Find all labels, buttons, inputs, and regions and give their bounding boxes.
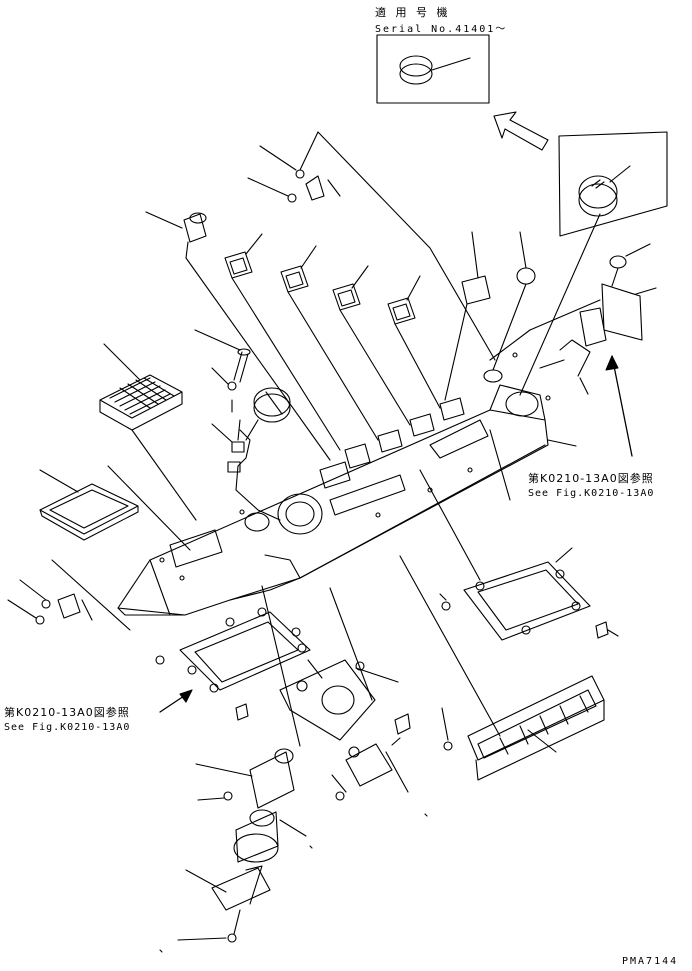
reference-arrow-left bbox=[159, 689, 193, 713]
left-bracket bbox=[7, 559, 131, 631]
small-bracket bbox=[331, 737, 409, 801]
reference-right-en: See Fig.K0210-13A0 bbox=[528, 488, 655, 499]
grid-plate-right bbox=[399, 555, 605, 781]
reference-right-jp: 第K0210-13A0図参照 bbox=[528, 472, 654, 485]
applicable-serial-title: 適 用 号 機 bbox=[375, 6, 451, 19]
reference-left-jp: 第K0210-13A0図参照 bbox=[4, 706, 130, 719]
cover-plate bbox=[39, 465, 191, 551]
grille-vent bbox=[99, 343, 197, 521]
gasket-center bbox=[155, 607, 311, 721]
gauge-mount-bracket bbox=[489, 243, 657, 457]
drawing-code: PMA7144 bbox=[622, 956, 679, 967]
upper-left-hardware bbox=[145, 131, 496, 521]
gauge-bracket bbox=[279, 587, 411, 741]
leader-lines bbox=[159, 429, 577, 953]
gauge-inset-box bbox=[558, 131, 668, 237]
gasket-right bbox=[419, 469, 619, 641]
serial-inset-box bbox=[376, 34, 490, 104]
switch-assembly bbox=[195, 585, 307, 863]
serial-number-label: Serial No.41401～ bbox=[375, 24, 508, 35]
main-console-panel bbox=[117, 352, 551, 616]
rocker-switches bbox=[224, 213, 601, 451]
reference-left-en: See Fig.K0210-13A0 bbox=[4, 722, 131, 733]
bottom-holder bbox=[177, 865, 271, 943]
direction-arrow bbox=[493, 111, 549, 151]
